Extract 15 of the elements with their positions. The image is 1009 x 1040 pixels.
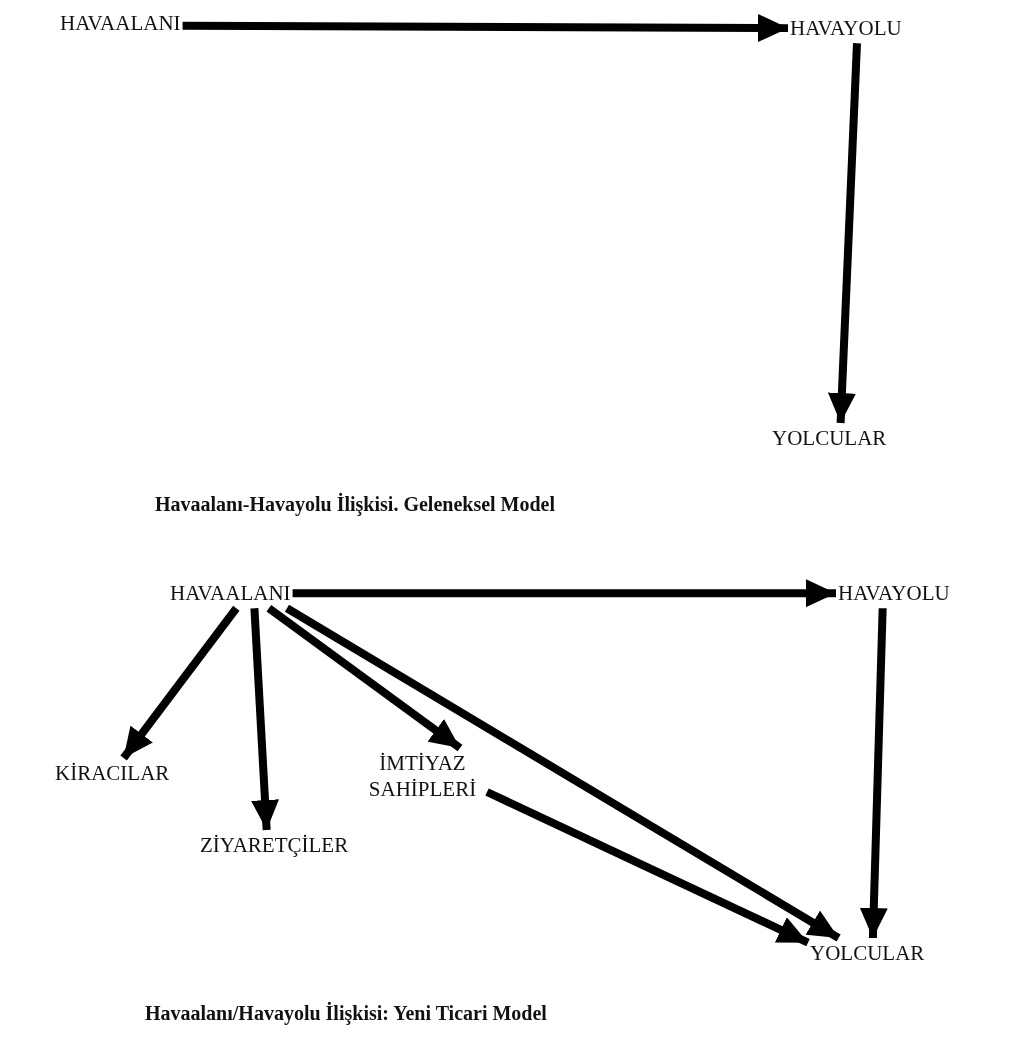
node-label: KİRACILAR [55, 760, 170, 787]
node-label: YOLCULAR [772, 425, 887, 452]
arrow [120, 605, 240, 761]
node-label: HAVAALANI [170, 580, 291, 607]
node-label: HAVAYOLU [838, 580, 950, 607]
figure-caption: Havaalanı-Havayolu İlişkisi. Geleneksel Model [155, 493, 556, 516]
node-label: HAVAALANI [60, 10, 181, 37]
figure-caption: Havaalanı/Havayolu İlişkisi: Yeni Ticari Model [145, 1002, 547, 1025]
arrow [266, 605, 463, 752]
arrow [284, 604, 841, 942]
node-label: İMTİYAZ SAHİPLERİ [360, 750, 485, 803]
node-label: HAVAYOLU [790, 15, 902, 42]
node-label: ZİYARETÇİLER [200, 832, 349, 859]
node-label: YOLCULAR [810, 940, 925, 967]
arrow [485, 788, 810, 947]
